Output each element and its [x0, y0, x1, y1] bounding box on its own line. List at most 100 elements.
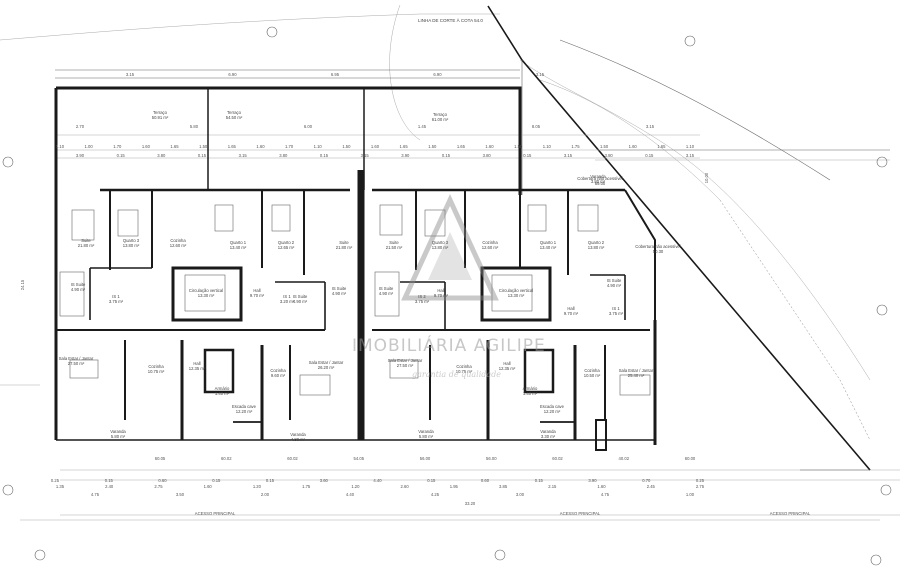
agency-logo-watermark	[401, 194, 499, 301]
room-area-varanda-2: 4.80 m²	[291, 437, 306, 442]
room-name-is-suite-2: IS Suite	[332, 286, 347, 291]
dim-row-a-13: 1.50	[428, 144, 437, 149]
dim-bottom-a-10: 3.90	[588, 478, 597, 483]
room-area-varanda-5: 3.80 m²	[591, 179, 606, 184]
room-name-quarto-3b: Quarto 3	[432, 240, 449, 245]
level-7: 40.02	[619, 456, 630, 461]
room-name-is-suite-5: IS Suite	[293, 294, 308, 299]
room-area-terraco-3: 61.00 m²	[432, 117, 449, 122]
room-area-armario-2: 1.40 m²	[523, 391, 538, 396]
room-name-cozinha-6: Cozinha	[584, 368, 600, 373]
dim-bottom-b-2: 2.75	[154, 484, 163, 489]
dim-bottom-a-9: 0.15	[535, 478, 544, 483]
site-outline	[487, 5, 871, 471]
room-area-sala-1: 27.50 m²	[68, 361, 85, 366]
room-area-sala-4: 25.40 m²	[628, 373, 645, 378]
room-name-cozinha-1: Cozinha	[170, 238, 186, 243]
dim-bottom-b-10: 2.15	[548, 484, 557, 489]
level-6: 60.02	[552, 456, 563, 461]
room-area-quarto-3b: 13.80 m²	[432, 245, 449, 250]
room-name-quarto-3a: Quarto 3	[123, 238, 140, 243]
dim-bottom-c-6: 4.75	[601, 492, 610, 497]
dim-bottom-a-8: 0.60	[481, 478, 490, 483]
room-area-quarto-3a: 13.80 m²	[123, 243, 140, 248]
dim-row-b-11: 0.15	[523, 153, 532, 158]
room-name-quarto-2a: Quarto 2	[278, 240, 295, 245]
room-area-quarto-1b: 13.40 m²	[540, 245, 557, 250]
dim-bottom-b-0: 1.35	[56, 484, 65, 489]
room-name-varanda-5: Varanda	[590, 174, 606, 179]
room-name-terraco-1: Terraço	[153, 110, 168, 115]
dim-bottom-a-11: 0.70	[642, 478, 651, 483]
room-name-terraco-3: Terraço	[433, 112, 448, 117]
room-area-quarto-2b: 13.80 m²	[588, 245, 605, 250]
room-area-is-suite-1: 4.90 m²	[71, 287, 86, 292]
room-area-is-suite-3: 4.90 m²	[379, 291, 394, 296]
dim-second-0: 2.70	[76, 124, 85, 129]
top-dimension-lines	[55, 69, 700, 159]
room-name-is-1: IS 1	[112, 294, 120, 299]
building-walls	[54, 86, 657, 451]
dim-second-1: 5.80	[190, 124, 199, 129]
dim-row-b-8: 3.90	[401, 153, 410, 158]
room-area-hall-4: 12.35 m²	[189, 366, 206, 371]
room-area-terraco-2: 54.50 m²	[226, 115, 243, 120]
room-area-hall-3: 9.70 m²	[564, 311, 579, 316]
room-area-cozinha-2: 12.60 m²	[482, 245, 499, 250]
furniture-hints	[59, 204, 651, 396]
dim-row-a-0: 1.10	[56, 144, 65, 149]
room-area-escada-2: 12.20 m²	[544, 409, 561, 414]
dim-row-b-13: 3.80	[605, 153, 614, 158]
dim-row-a-12: 1.65	[400, 144, 409, 149]
room-area-hall-1: 9.70 m²	[250, 293, 265, 298]
room-area-circ-2: 13.30 m²	[508, 293, 525, 298]
dim-bottom-c-3: 4.40	[346, 492, 355, 497]
room-name-is-suite-3: IS Suite	[379, 286, 394, 291]
room-area-cobertura-2: 50.30	[653, 249, 664, 254]
dim-second-4: 8.05	[532, 124, 541, 129]
dim-bottom-c-2: 2.00	[261, 492, 270, 497]
room-name-is-4: IS 1	[283, 294, 291, 299]
room-name-varanda-2: Varanda	[290, 432, 306, 437]
dim-row-a-19: 1.50	[600, 144, 609, 149]
dim-bottom-a-12: 0.25	[696, 478, 705, 483]
dim-bottom-a-0: 0.25	[51, 478, 60, 483]
dim-bottom-b-3: 1.60	[204, 484, 213, 489]
room-name-is-suite-4: IS Suite	[607, 278, 622, 283]
room-name-sala-3: Sala Estar / Jantar	[388, 358, 423, 363]
access-label-2: ACESSO PRINCIPAL	[560, 511, 601, 516]
room-name-varanda-1: Varanda	[110, 429, 126, 434]
level-4: 56.00	[420, 456, 431, 461]
room-name-hall-1: Hall	[253, 288, 260, 293]
level-2: 60.02	[287, 456, 298, 461]
room-area-cozinha-6: 10.50 m²	[584, 373, 601, 378]
room-name-varanda-4: Varanda	[540, 429, 556, 434]
room-area-is-3: 3.75 m²	[609, 311, 624, 316]
room-name-suite-3: Suite	[389, 240, 399, 245]
dim-row-a-17: 1.10	[543, 144, 552, 149]
dim-bottom-b-1: 2.40	[105, 484, 114, 489]
watermark-brand: IMOBILIÁRIA AGILIPE	[352, 334, 546, 356]
room-area-is-2: 3.75 m²	[415, 299, 430, 304]
room-name-suite-2: Suite	[339, 240, 349, 245]
room-name-cozinha-5: Cozinha	[456, 364, 472, 369]
dim-height-left: 24.15	[20, 279, 25, 290]
dim-bottom-a-3: 0.15	[212, 478, 221, 483]
dim-row-a-14: 1.65	[457, 144, 466, 149]
dim-row-a-6: 1.65	[228, 144, 237, 149]
dim-total: 33.20	[465, 501, 476, 506]
room-area-suite-2: 21.80 m²	[336, 245, 353, 250]
room-name-suite-1: Suite	[81, 238, 91, 243]
room-name-cozinha-3: Cozinha	[148, 364, 164, 369]
room-area-varanda-1: 5.80 m²	[111, 434, 126, 439]
room-area-cozinha-3: 10.75 m²	[148, 369, 165, 374]
room-area-hall-5: 12.35 m²	[499, 366, 516, 371]
grid-markers	[2, 26, 892, 566]
dim-bottom-b-13: 2.75	[696, 484, 705, 489]
room-area-armario-1: 1.40 m²	[215, 391, 230, 396]
dim-row-a-22: 1.10	[686, 144, 695, 149]
dim-row-a-7: 1.60	[256, 144, 265, 149]
room-name-escada-2: Escada cave	[540, 404, 565, 409]
room-area-circ-1: 13.30 m²	[198, 293, 215, 298]
room-area-hall-2: 9.70 m²	[434, 293, 449, 298]
